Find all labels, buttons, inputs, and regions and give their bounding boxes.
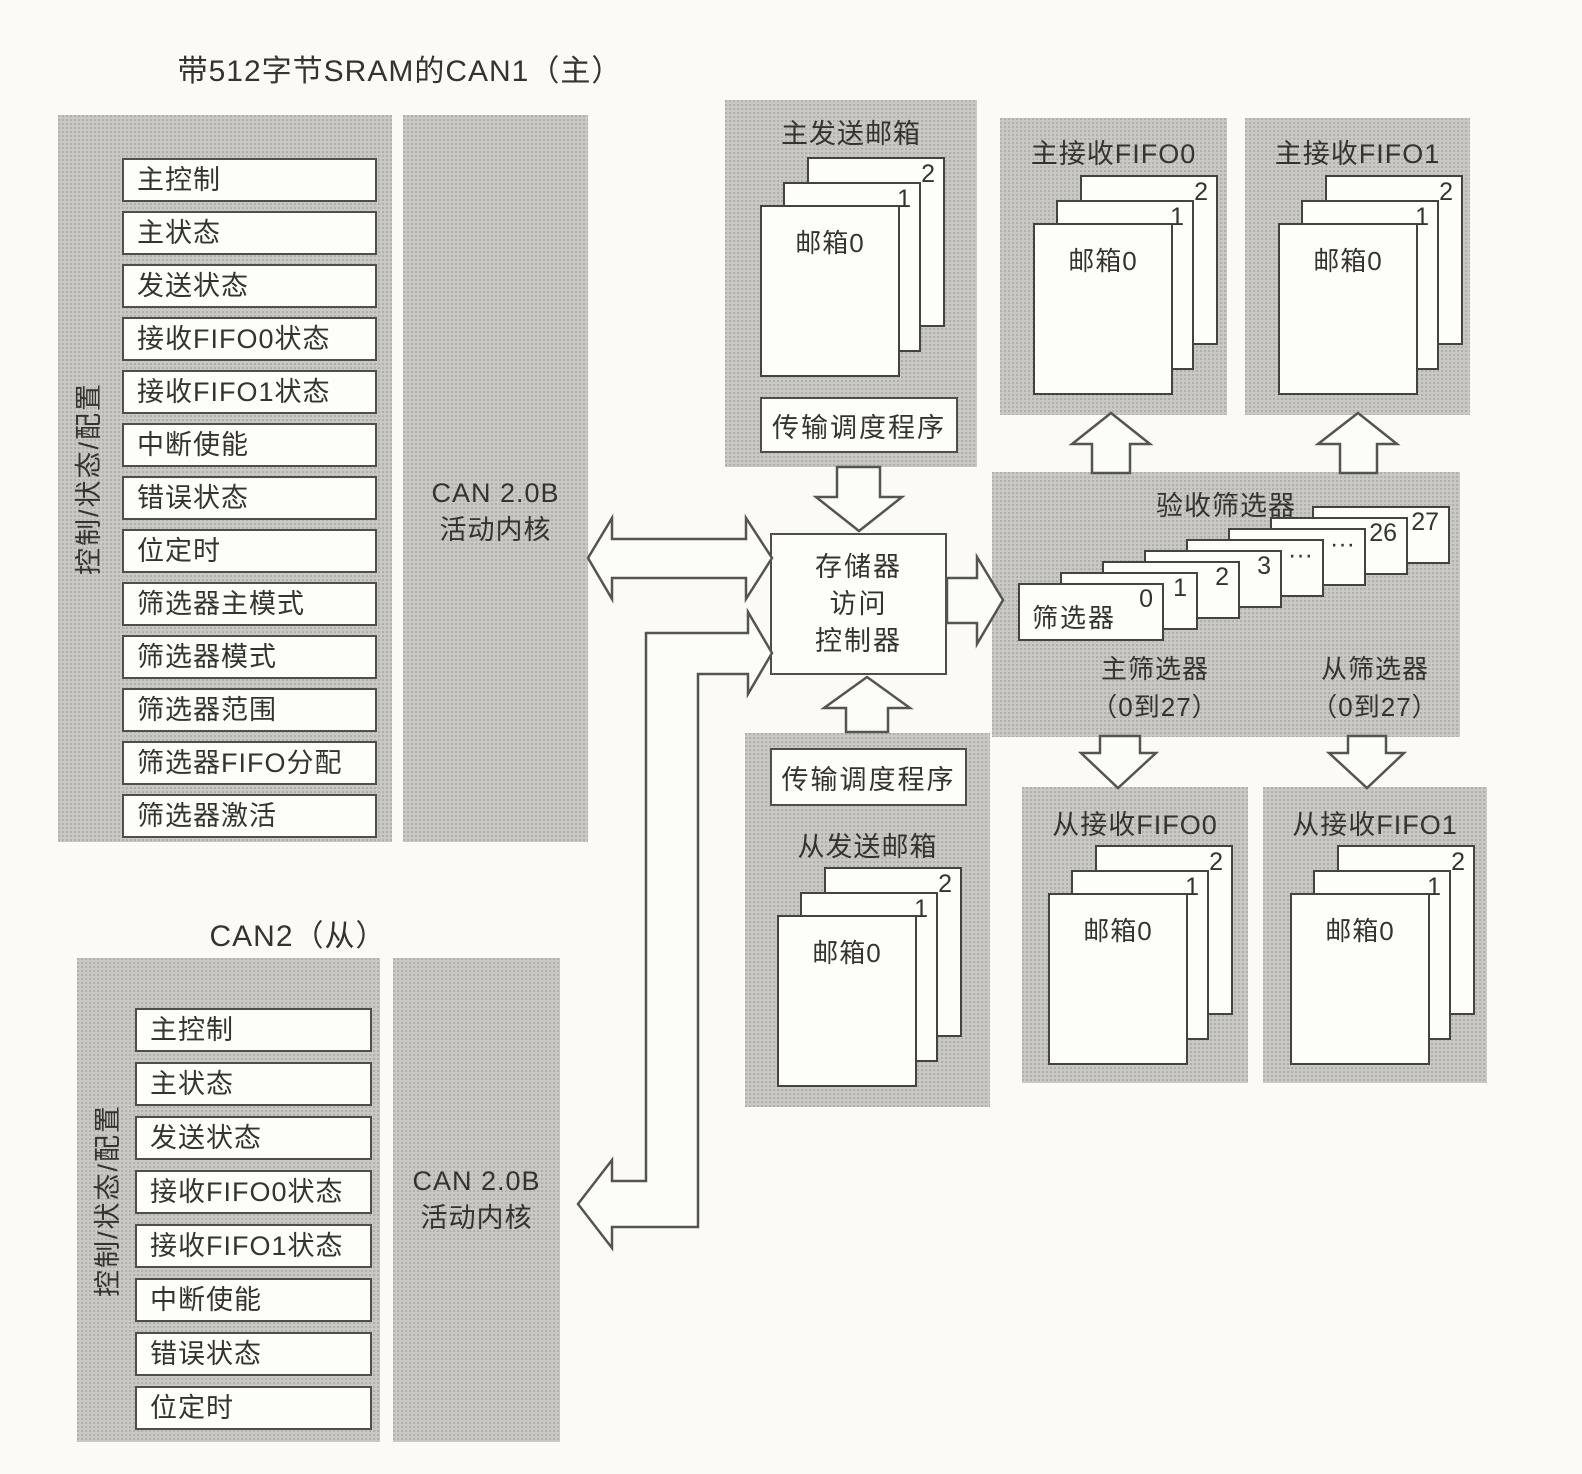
register-box: 接收FIFO0状态 xyxy=(122,317,377,361)
can1-core-panel: CAN 2.0B 活动内核 xyxy=(403,115,588,842)
slave-tx-title: 从发送邮箱 xyxy=(797,832,938,862)
master-rx-fifo0-panel: 主接收FIFO0 2 1 邮箱0 xyxy=(1000,118,1227,415)
register-box: 位定时 xyxy=(135,1386,372,1430)
register-box: 主状态 xyxy=(135,1062,372,1106)
filter-card-stack: 筛选器 0 筛选器 1 筛选器 2 筛选器 3 xyxy=(992,472,1460,737)
can1-registers-panel: 控制/状态/配置 主控制主状态发送状态接收FIFO0状态接收FIFO1状态中断使… xyxy=(58,115,392,842)
register-box: 中断使能 xyxy=(135,1278,372,1322)
memory-access-controller: 存储器 访问 控制器 xyxy=(770,533,947,675)
master-filters-label: 主筛选器 （0到27） xyxy=(1091,654,1219,722)
slave-rx-fifo0-stack: 2 1 邮箱0 xyxy=(1048,845,1238,1070)
mailbox-page-0: 邮箱0 xyxy=(760,205,900,377)
register-box: 接收FIFO0状态 xyxy=(135,1170,372,1214)
register-box: 发送状态 xyxy=(122,264,377,308)
arrow-can1core-memory-bidirectional xyxy=(586,513,774,604)
slave-rx-fifo1-title: 从接收FIFO1 xyxy=(1292,810,1458,840)
slave-tx-mailbox-panel: 传输调度程序 从发送邮箱 2 1 邮箱0 xyxy=(745,733,990,1107)
arrow-mastertx-to-memory-down xyxy=(812,465,906,533)
register-box: 错误状态 xyxy=(135,1332,372,1376)
mailbox-page-0: 邮箱0 xyxy=(1033,223,1173,395)
mailbox-page-0: 邮箱0 xyxy=(777,915,917,1087)
register-box: 发送状态 xyxy=(135,1116,372,1160)
slave-tx-scheduler: 传输调度程序 xyxy=(770,748,967,806)
filter-card: 筛选器 0 xyxy=(1018,583,1164,641)
acceptance-filter-title: 验收筛选器 xyxy=(1156,491,1296,521)
register-box: 筛选器FIFO分配 xyxy=(122,741,377,785)
can1-register-list: 主控制主状态发送状态接收FIFO0状态接收FIFO1状态中断使能错误状态位定时筛… xyxy=(122,158,377,847)
can1-side-label: 控制/状态/配置 xyxy=(73,381,104,576)
register-box: 错误状态 xyxy=(122,476,377,520)
arrow-filter-to-masterfifo1-up xyxy=(1314,411,1401,475)
can2-title: CAN2（从） xyxy=(209,920,387,953)
can2-core-panel: CAN 2.0B 活动内核 xyxy=(393,958,560,1442)
register-box: 主状态 xyxy=(122,211,377,255)
mailbox-page-0: 邮箱0 xyxy=(1278,223,1418,395)
register-box: 筛选器范围 xyxy=(122,688,377,732)
master-tx-scheduler: 传输调度程序 xyxy=(760,397,958,453)
register-box: 位定时 xyxy=(122,529,377,573)
slave-rx-fifo0-panel: 从接收FIFO0 2 1 邮箱0 xyxy=(1022,787,1248,1083)
register-box: 筛选器激活 xyxy=(122,794,377,838)
master-tx-mailbox-panel: 主发送邮箱 2 1 邮箱0 传输调度程序 xyxy=(725,100,977,467)
slave-rx-fifo0-title: 从接收FIFO0 xyxy=(1052,810,1218,840)
can2-side-label: 控制/状态/配置 xyxy=(92,1103,123,1297)
mailbox-page-0: 邮箱0 xyxy=(1048,893,1188,1065)
register-box: 主控制 xyxy=(135,1008,372,1052)
slave-filters-label: 从筛选器 （0到27） xyxy=(1311,654,1439,722)
mailbox-page-0: 邮箱0 xyxy=(1290,893,1430,1065)
master-tx-mailbox-stack: 2 1 邮箱0 xyxy=(760,157,950,382)
slave-rx-fifo1-panel: 从接收FIFO1 2 1 邮箱0 xyxy=(1263,787,1487,1083)
arrow-filter-to-masterfifo0-up xyxy=(1068,411,1154,475)
register-box: 主控制 xyxy=(122,158,377,202)
arrow-filter-to-slavefifo1-down xyxy=(1325,734,1408,790)
slave-tx-mailbox-stack: 2 1 邮箱0 xyxy=(777,867,967,1092)
register-box: 中断使能 xyxy=(122,423,377,467)
master-rx-fifo1-panel: 主接收FIFO1 2 1 邮箱0 xyxy=(1245,118,1470,415)
register-box: 接收FIFO1状态 xyxy=(135,1224,372,1268)
can1-core-label: CAN 2.0B 活动内核 xyxy=(431,478,560,545)
master-rx-fifo0-stack: 2 1 邮箱0 xyxy=(1033,175,1223,400)
can2-core-label: CAN 2.0B 活动内核 xyxy=(412,1166,541,1233)
master-rx-fifo1-title: 主接收FIFO1 xyxy=(1274,139,1441,169)
register-box: 筛选器主模式 xyxy=(122,582,377,626)
can2-registers-panel: 控制/状态/配置 主控制主状态发送状态接收FIFO0状态接收FIFO1状态中断使… xyxy=(77,958,380,1442)
master-rx-fifo0-title: 主接收FIFO0 xyxy=(1030,139,1197,169)
arrow-can2core-memory-bidirectional-bent xyxy=(576,607,774,1252)
acceptance-filter-panel: 验收筛选器 筛选器 0 筛选器 1 筛选器 2 筛选器 xyxy=(992,472,1460,737)
can1-title: 带512字节SRAM的CAN1（主） xyxy=(177,55,623,88)
slave-rx-fifo1-stack: 2 1 邮箱0 xyxy=(1290,845,1480,1070)
can2-register-list: 主控制主状态发送状态接收FIFO0状态接收FIFO1状态中断使能错误状态位定时 xyxy=(135,1008,372,1440)
arrow-filter-to-slavefifo0-down xyxy=(1077,734,1160,790)
register-box: 接收FIFO1状态 xyxy=(122,370,377,414)
master-tx-title: 主发送邮箱 xyxy=(781,119,921,149)
master-rx-fifo1-stack: 2 1 邮箱0 xyxy=(1278,175,1468,400)
register-box: 筛选器模式 xyxy=(122,635,377,679)
arrow-scheduler-to-memory-up xyxy=(820,675,914,734)
